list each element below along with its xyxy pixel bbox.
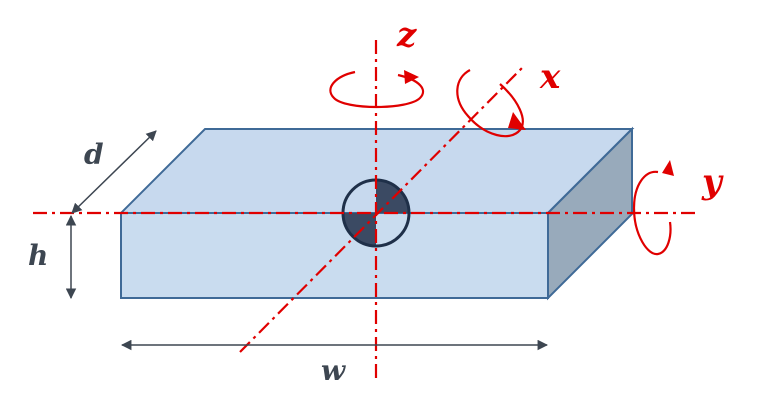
x-axis-line <box>239 67 523 353</box>
z-rotation-arrow-icon <box>329 70 425 109</box>
dimensions <box>65 130 549 351</box>
x-rotation-arrow-icon <box>456 69 526 138</box>
x-axis-label: x <box>539 57 561 97</box>
z-axis-label: z <box>396 15 417 55</box>
rectangular-block <box>118 126 635 301</box>
y-axis-label: y <box>701 162 724 202</box>
dimension-d-label: d <box>84 138 104 171</box>
dimension-d-line <box>71 130 157 214</box>
dimension-h-label: h <box>28 239 48 272</box>
y-rotation-arrow-icon <box>632 160 674 256</box>
dimension-w-label: w <box>321 354 346 387</box>
